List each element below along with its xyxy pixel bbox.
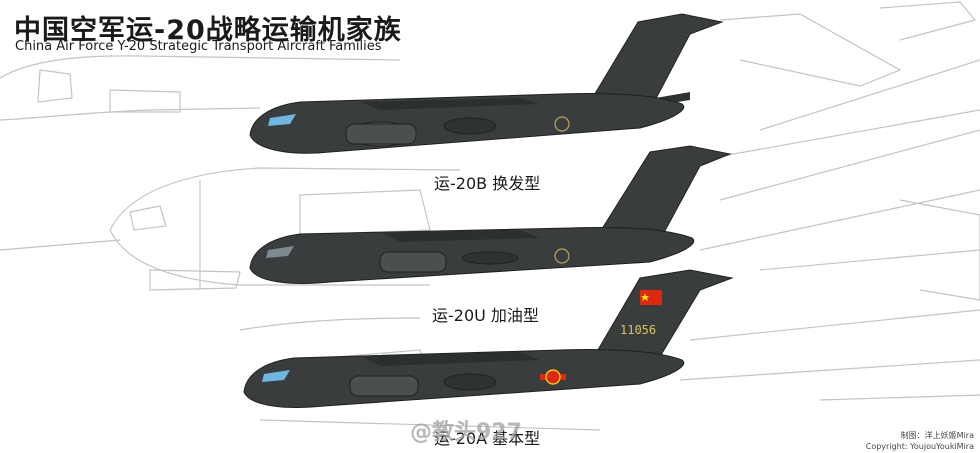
- y20u-wing: [380, 230, 540, 242]
- y20u-canopy: [266, 246, 294, 258]
- y20b-roundel: [554, 116, 570, 132]
- y20b-wing: [360, 98, 540, 110]
- tail-number: 11056: [620, 323, 656, 337]
- variant-label-y20u: 运-20U 加油型: [432, 306, 539, 325]
- page-title: 中国空军运-20战略运输机家族: [14, 15, 402, 46]
- credit-copyright: Copyright: YoujouYoukiMira: [865, 442, 974, 451]
- y20a-wing: [360, 352, 540, 366]
- y20u-roundel: [554, 248, 570, 264]
- y20a-roundel: [540, 369, 566, 385]
- watermark: @教头927: [410, 420, 522, 445]
- variant-label-y20b: 运-20B 换发型: [434, 174, 541, 193]
- y20b-canopy: [268, 114, 296, 126]
- y20u-refuel-pod: [461, 251, 519, 265]
- y20a-canopy: [262, 370, 290, 382]
- page-subtitle: China Air Force Y-20 Strategic Transport…: [15, 39, 382, 54]
- variant-label-y20a: 运-20A 基本型: [434, 429, 541, 448]
- y20a-engine: [349, 375, 419, 397]
- credit-maker: 制图：洋上妖姬Mira: [900, 431, 974, 440]
- y20u-engine: [379, 251, 447, 273]
- china-flag-icon: [640, 290, 662, 305]
